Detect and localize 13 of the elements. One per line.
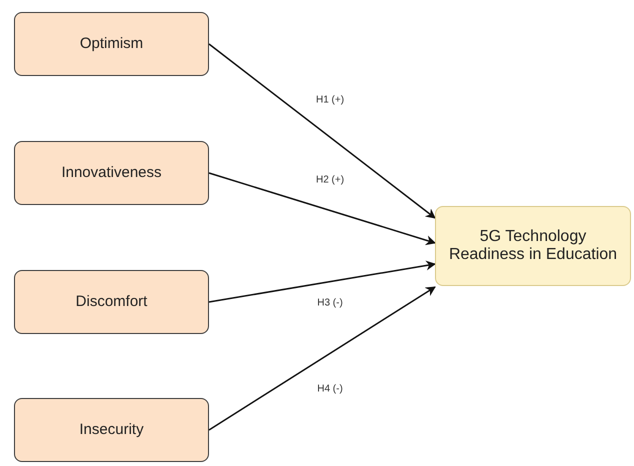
- edge-label: H2 (+): [314, 174, 346, 186]
- construct-box: Innovativeness: [14, 141, 209, 205]
- edge-label: H3 (-): [315, 298, 345, 308]
- arrow: [208, 260, 436, 303]
- edge-label: H1 (+): [314, 94, 346, 106]
- arrow: [208, 172, 436, 246]
- construct-box: Insecurity: [14, 398, 209, 462]
- construct-box: Discomfort: [14, 270, 209, 334]
- outcome-box: 5G Technology Readiness in Education: [435, 206, 631, 286]
- arrow: [208, 43, 436, 219]
- edge-label: H4 (-): [315, 384, 345, 394]
- arrow: [208, 286, 436, 431]
- construct-box: Optimism: [14, 12, 209, 76]
